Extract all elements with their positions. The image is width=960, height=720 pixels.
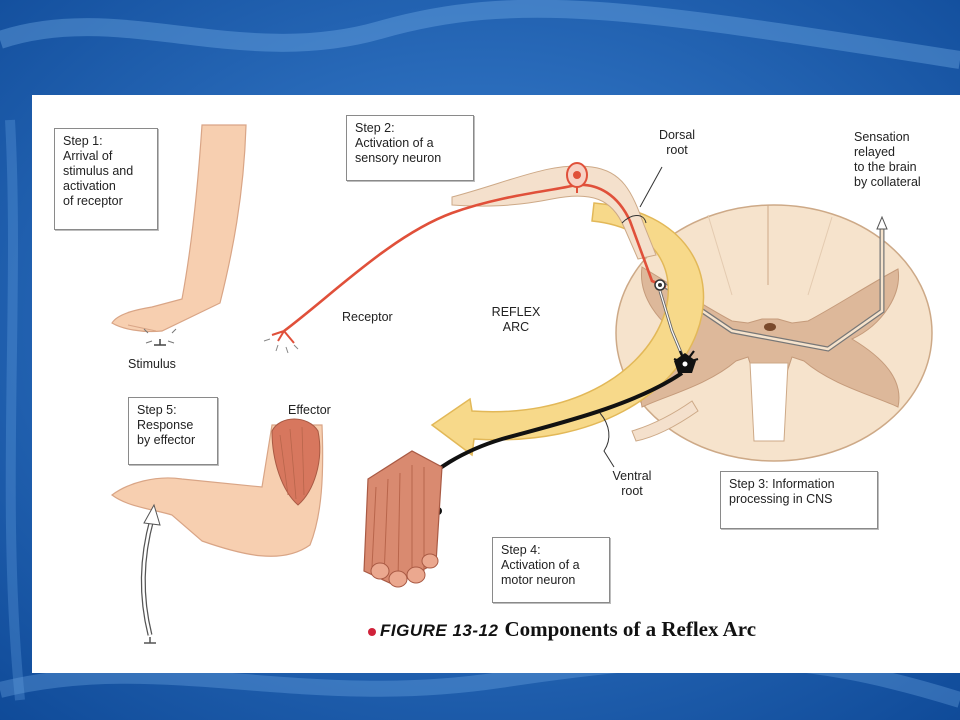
response-up-arrow-icon (140, 503, 161, 644)
ventral-root (631, 400, 699, 442)
step1-box: Step 1: Arrival of stimulus and activati… (54, 128, 158, 230)
reflex-arc-illustration (110, 124, 933, 644)
sensation-label: Sensation relayed to the brain by collat… (854, 130, 921, 189)
effector-label: Effector (288, 403, 331, 417)
receptor-label: Receptor (342, 310, 393, 324)
interneuron (654, 279, 684, 356)
dorsal-root-ganglion (566, 162, 588, 193)
step2-box: Step 2: Activation of a sensory neuron (346, 115, 474, 181)
caption-bullet-icon (368, 627, 376, 636)
sensory-neuron (283, 183, 667, 333)
step5-box: Step 5: Response by effector (128, 397, 218, 465)
ventral-root-label: Ventral root (612, 469, 652, 498)
figure-number: FIGURE 13-12 (380, 621, 499, 640)
figure-title: Components of a Reflex Arc (504, 617, 757, 641)
ascending-collateral (662, 215, 888, 352)
figure-caption: FIGURE 13-12 Components of a Reflex Arc (368, 617, 928, 647)
arm-with-stimulus (111, 124, 247, 333)
receptor-endings-icon (263, 338, 299, 354)
step3-box: Step 3: Information processing in CNS (720, 471, 878, 529)
figure-panel: Step 1: Arrival of stimulus and activati… (32, 95, 960, 673)
sensory-nerve-sheath (451, 165, 657, 260)
step4-box: Step 4: Activation of a motor neuron (492, 537, 610, 603)
muscle-fiber-bundle (363, 450, 443, 588)
reflex-arc-arrow (430, 202, 705, 457)
dorsal-root-pointer (639, 166, 663, 208)
stimulus-label: Stimulus (128, 357, 176, 371)
ventral-root-pointer (599, 412, 615, 468)
reflex-arc-label: REFLEX ARC (491, 305, 541, 334)
dorsal-root-label: Dorsal root (658, 128, 696, 157)
stimulus-tack-icon (143, 328, 177, 346)
arm-with-effector-muscle (110, 418, 324, 557)
